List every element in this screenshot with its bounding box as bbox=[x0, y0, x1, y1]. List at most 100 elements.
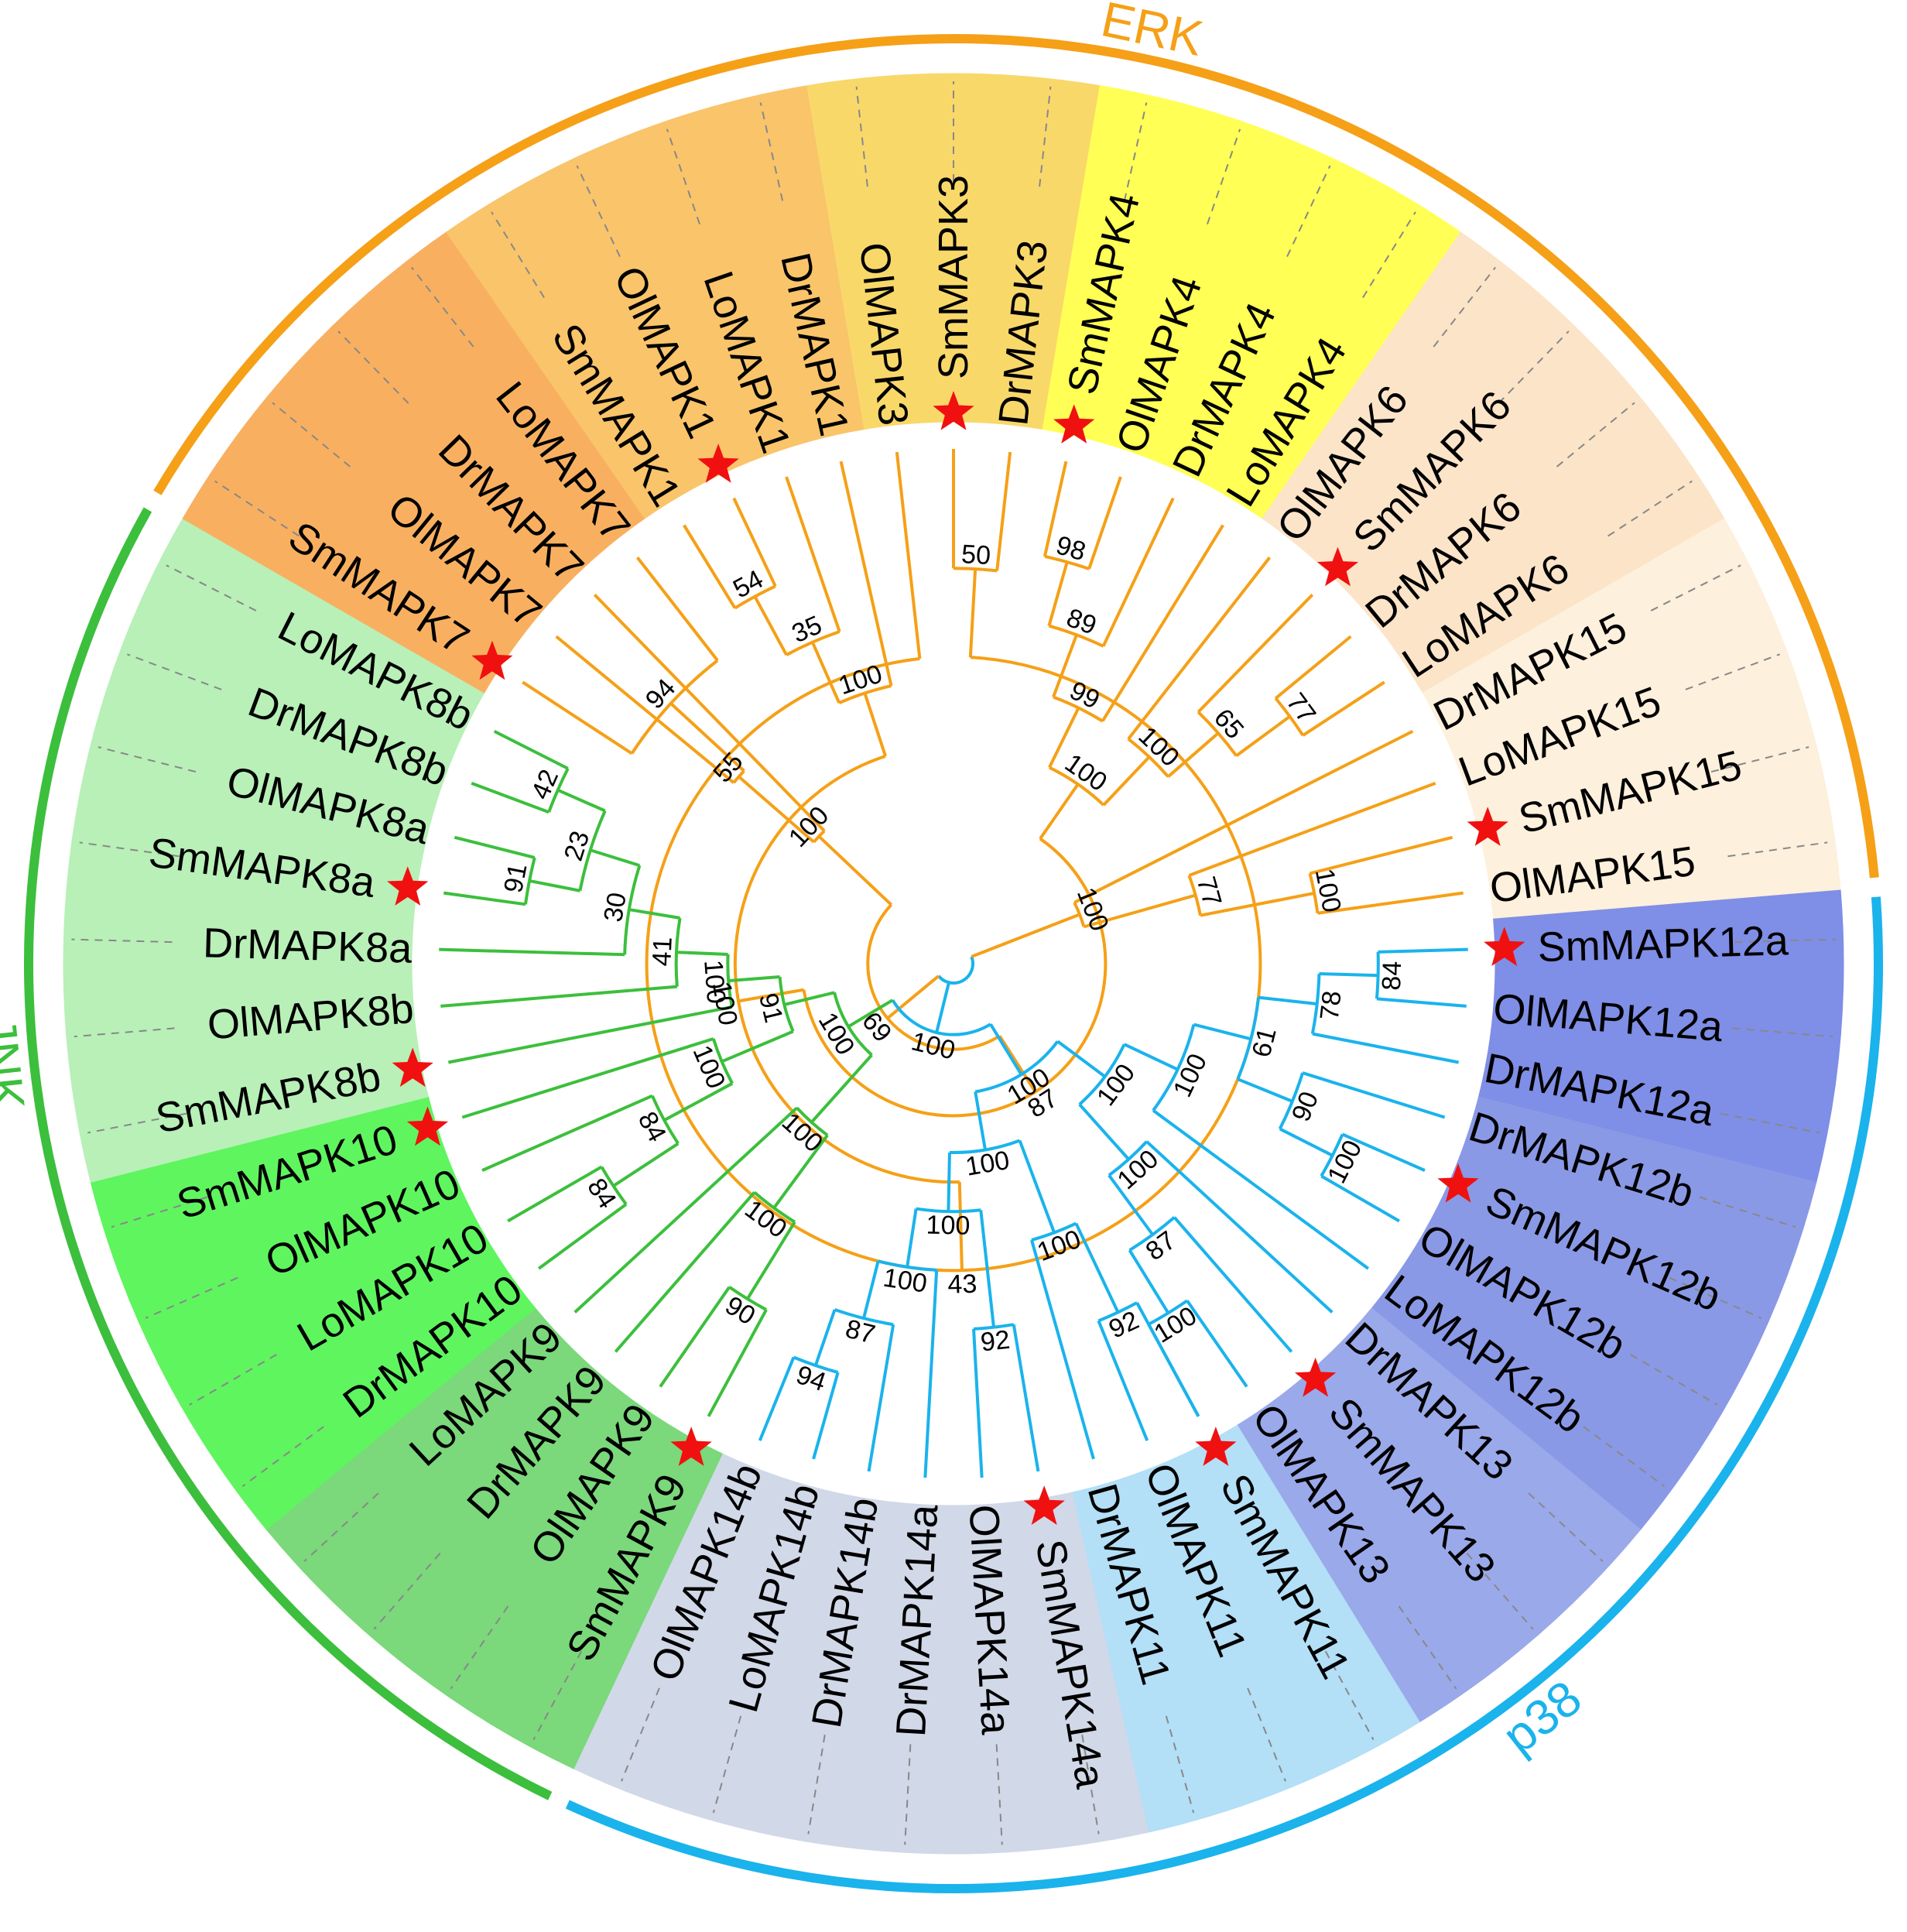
bootstrap-value: 84 bbox=[632, 1107, 672, 1146]
leader-line bbox=[71, 938, 173, 944]
bootstrap-value: 100 bbox=[1033, 1225, 1084, 1267]
branch-arc bbox=[1278, 1072, 1304, 1130]
bootstrap-value: 42 bbox=[526, 766, 564, 804]
branch-line bbox=[1128, 1249, 1170, 1314]
branch-line bbox=[493, 729, 569, 770]
bootstrap-value: 84 bbox=[581, 1173, 622, 1214]
leader-line bbox=[79, 841, 180, 858]
branch-line bbox=[810, 1053, 873, 1124]
tree-branches bbox=[439, 449, 1468, 1478]
branch-line bbox=[481, 1094, 653, 1172]
bootstrap-value: 98 bbox=[1053, 530, 1089, 567]
branch-line bbox=[593, 593, 826, 832]
bootstrap-value: 61 bbox=[1247, 1025, 1282, 1060]
leader-line bbox=[127, 653, 222, 690]
leader-line bbox=[532, 1650, 583, 1741]
branch-line bbox=[732, 497, 777, 587]
branch-line bbox=[1319, 972, 1378, 978]
branch-line bbox=[923, 1269, 939, 1478]
branch-line bbox=[1145, 1140, 1334, 1314]
branch-arc bbox=[1127, 738, 1169, 778]
bootstrap-value: 100 bbox=[776, 1107, 829, 1158]
branch-line bbox=[813, 1309, 837, 1366]
leader-line bbox=[166, 564, 257, 611]
leader-line bbox=[1720, 1112, 1820, 1134]
leader-line bbox=[74, 1027, 175, 1038]
leader-line bbox=[1734, 938, 1836, 944]
branch-line bbox=[1376, 997, 1467, 1008]
branch-arc bbox=[630, 659, 719, 755]
branch-line bbox=[1309, 835, 1453, 875]
bootstrap-value: 100 bbox=[1060, 748, 1112, 798]
branch-arc bbox=[878, 1259, 937, 1272]
branch-line bbox=[507, 1165, 603, 1223]
branch-line bbox=[612, 1142, 680, 1187]
bootstrap-value: 92 bbox=[979, 1325, 1012, 1358]
star-icon bbox=[1195, 1427, 1237, 1466]
branch-line bbox=[1312, 1032, 1460, 1064]
branch-line bbox=[1087, 476, 1122, 570]
branch-arc bbox=[778, 976, 795, 1033]
leader-line bbox=[904, 1744, 912, 1845]
branch-line bbox=[968, 568, 977, 658]
branch-line bbox=[906, 1208, 918, 1268]
leader-line bbox=[411, 266, 474, 348]
branch-line bbox=[1101, 497, 1175, 647]
clade-arc bbox=[565, 896, 1884, 1894]
bootstrap-value: 90 bbox=[720, 1290, 760, 1331]
branch-line bbox=[1258, 995, 1317, 1005]
bootstrap-value: 78 bbox=[1315, 989, 1347, 1022]
branch-line bbox=[1101, 524, 1224, 722]
leader-line bbox=[87, 1112, 187, 1134]
leader-line bbox=[1727, 841, 1828, 858]
leader-line bbox=[1685, 653, 1780, 690]
branch-line bbox=[1074, 1222, 1120, 1314]
branch-line bbox=[447, 1005, 733, 1064]
leader-line bbox=[272, 402, 351, 468]
branch-line bbox=[1052, 634, 1078, 698]
branch-arc bbox=[866, 903, 1001, 1051]
branch-line bbox=[810, 641, 841, 704]
leader-line bbox=[1607, 480, 1693, 537]
branch-line bbox=[1039, 783, 1080, 840]
branch-arc bbox=[726, 954, 734, 1008]
leader-line bbox=[1699, 1196, 1796, 1228]
branch-line bbox=[995, 451, 1012, 571]
branch-line bbox=[935, 981, 950, 1033]
star-icon bbox=[670, 1427, 712, 1466]
branch-arc bbox=[937, 956, 974, 985]
leader-line bbox=[621, 1687, 660, 1782]
bootstrap-value: 100 bbox=[926, 1211, 971, 1241]
leader-line bbox=[1630, 1354, 1718, 1406]
bootstrap-value: 41 bbox=[647, 937, 678, 967]
branch-line bbox=[1200, 891, 1315, 917]
branch-line bbox=[785, 476, 841, 632]
leader-line bbox=[1498, 331, 1570, 404]
branch-line bbox=[738, 988, 804, 1003]
leaf-label: SmMAPK3 bbox=[930, 175, 977, 379]
leader-line bbox=[241, 1426, 324, 1487]
branch-line bbox=[1197, 593, 1314, 714]
leader-line bbox=[1669, 1276, 1762, 1319]
branch-line bbox=[839, 461, 893, 687]
branch-arc bbox=[1053, 695, 1104, 723]
bootstrap-value: 23 bbox=[559, 827, 596, 864]
branch-line bbox=[590, 848, 640, 868]
leader-line bbox=[1583, 1426, 1666, 1487]
branch-line bbox=[440, 985, 678, 1008]
branch-line bbox=[1147, 1323, 1200, 1417]
leader-line bbox=[145, 1276, 238, 1319]
leader-line bbox=[1039, 86, 1052, 187]
bootstrap-value: 100 bbox=[835, 659, 886, 701]
star-icon bbox=[392, 1047, 433, 1088]
branch-line bbox=[1056, 1040, 1106, 1078]
branch-arc bbox=[1310, 973, 1321, 1034]
leader-line bbox=[1247, 1687, 1286, 1782]
leader-line bbox=[759, 102, 784, 201]
branch-arc bbox=[600, 1166, 628, 1206]
leaf-label: DrMAPK8a bbox=[202, 920, 413, 971]
leader-line bbox=[1165, 1715, 1195, 1814]
branch-line bbox=[1317, 891, 1464, 915]
branch-line bbox=[886, 975, 940, 1020]
